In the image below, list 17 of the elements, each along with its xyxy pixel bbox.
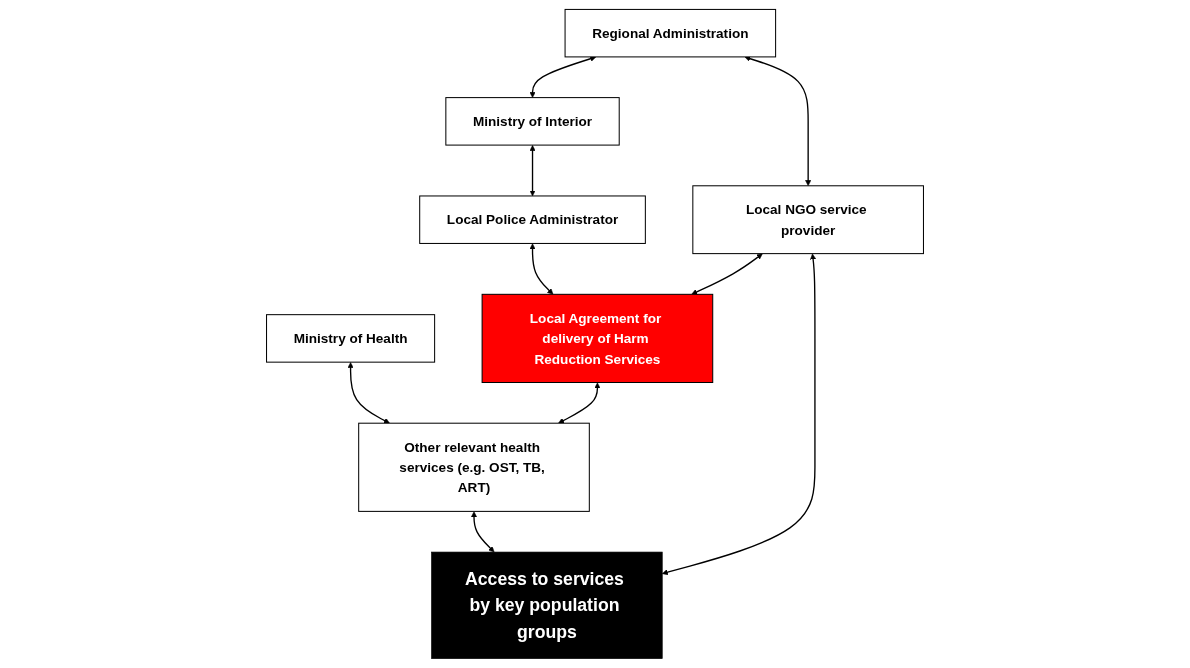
arrow (691, 253, 763, 295)
arrow (529, 243, 554, 295)
arrow (529, 55, 597, 98)
arrow (661, 253, 817, 576)
node-box: Regional Administration (564, 8, 777, 58)
arrow (558, 382, 601, 424)
node-box: Other relevant health services (e.g. OST, TB, ART) (358, 422, 590, 512)
node-box: Access to services by key population groups (431, 551, 663, 659)
arrow (744, 55, 812, 187)
node-box: Ministry of Health (266, 314, 436, 363)
node-box: Local Police Administrator (419, 195, 646, 244)
arrow (471, 511, 495, 553)
node-box: Local NGO service provider (692, 185, 924, 255)
node-box: Local Agreement for delivery of Harm Reduction Services (481, 293, 714, 383)
node-box: Ministry of Interior (445, 97, 620, 146)
arrow (347, 362, 390, 424)
arrow (529, 145, 536, 197)
